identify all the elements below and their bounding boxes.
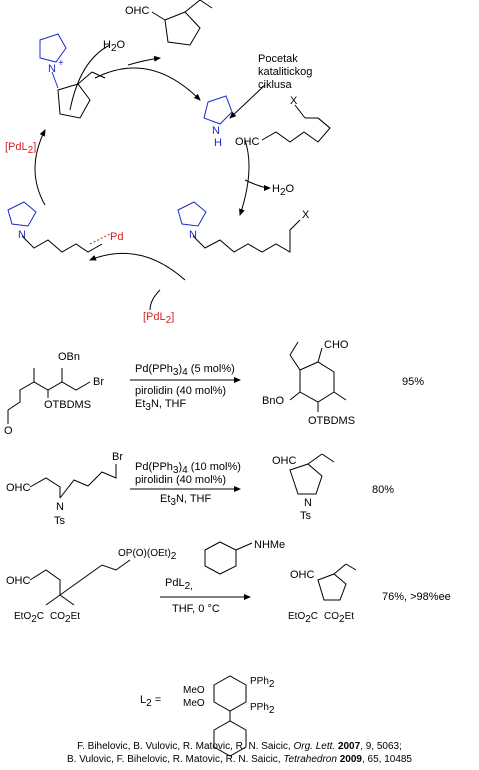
substrate-structure xyxy=(261,104,331,143)
pd-complex-n: N xyxy=(18,229,26,241)
ligand-pph2-1: PPh2 xyxy=(250,676,275,690)
cycle-arrow-top xyxy=(94,67,201,101)
ligand-prefix: L2 = xyxy=(140,694,161,709)
reference-2: B. Vulovic, F. Bihelovic, R. Matovic, R.… xyxy=(67,754,412,765)
reference-1: F. Bihelovic, B. Vulovic, R. Matovic, R.… xyxy=(77,741,402,752)
r2-sm-ohc: OHC xyxy=(6,482,31,494)
r1-sm-o: O xyxy=(4,425,13,437)
pd-complex-structure xyxy=(7,201,111,253)
r2-yield: 80% xyxy=(372,484,394,496)
ligand-meo-2: MeO xyxy=(183,698,205,709)
start-label-2: katalitickog xyxy=(258,66,312,78)
start-label-1: Pocetak xyxy=(258,53,298,65)
r1-sm-obn: OBn xyxy=(58,351,80,363)
cycle-arrow-bottom xyxy=(89,252,186,281)
enamine-x: X xyxy=(302,209,310,221)
r1-yield: 95% xyxy=(402,376,424,388)
r1-sm-br: Br xyxy=(93,376,104,388)
r1-prod-bno: BnO xyxy=(262,395,284,407)
r1-sm-otbdms: OTBDMS xyxy=(44,399,91,411)
iminium-structure xyxy=(39,33,106,119)
r2-cond-above-2: pirolidin (40 mol%) xyxy=(135,474,226,486)
r2-prod-ohc: OHC xyxy=(272,455,297,467)
r3-amine-label: NHMe xyxy=(254,539,285,551)
r2-sm-ts: Ts xyxy=(54,515,66,527)
pdl2-bottom-label: [PdL2] xyxy=(143,311,174,326)
cycle-product-structure xyxy=(151,0,213,46)
r1-cond-below-1: pirolidin (40 mol%) xyxy=(135,385,226,397)
ligand-meo-1: MeO xyxy=(183,685,205,696)
reaction-1 xyxy=(7,341,347,424)
water-out-arrow xyxy=(244,179,271,191)
iminium-n: N xyxy=(48,63,56,75)
r2-prod-ts: Ts xyxy=(300,510,312,522)
r3-cond-below: THF, 0 °C xyxy=(172,603,220,615)
r3-sm-phosphate: OP(O)(OEt)2 xyxy=(118,548,177,562)
r3-sm-ohc: OHC xyxy=(6,575,31,587)
references: F. Bihelovic, B. Vulovic, R. Matovic, R.… xyxy=(0,740,479,766)
pyrrolidine-n: N xyxy=(212,125,220,137)
r1-cond-above: Pd(PPh3)4 (5 mol%) xyxy=(135,363,235,378)
pyrrolidine-h: H xyxy=(214,137,222,149)
r2-cond-below: Et3N, THF xyxy=(160,493,211,508)
water-in-arrow xyxy=(127,55,161,66)
r2-sm-n: N xyxy=(56,501,64,513)
cycle-arrow-left xyxy=(34,129,46,206)
r1-prod-otbdms: OTBDMS xyxy=(308,415,355,427)
r3-yield: 76%, >98%ee xyxy=(382,591,451,603)
r1-cond-below-2: Et3N, THF xyxy=(135,398,186,413)
pd-complex-pd: Pd xyxy=(110,231,123,243)
cycle-arrow-right xyxy=(239,139,250,216)
catalytic-cycle xyxy=(34,44,271,311)
reaction-3 xyxy=(29,541,357,757)
pdl2-in-arrow xyxy=(149,289,161,311)
pyrrolidine-structure xyxy=(203,95,233,125)
water-out-label: H2O xyxy=(272,183,295,198)
iminium-plus: + xyxy=(58,58,64,69)
enamine-structure xyxy=(177,201,301,253)
substrate-cho: OHC xyxy=(235,136,260,148)
substrate-x: X xyxy=(290,95,298,107)
r3-prod-ohc: OHC xyxy=(290,569,315,581)
ligand-pph2-2: PPh2 xyxy=(250,702,275,716)
pdl2-left-label: [PdL2] xyxy=(5,141,36,156)
r2-prod-n: N xyxy=(304,497,312,509)
r3-cond-above: PdL2, xyxy=(165,577,193,592)
cycle-product-cho: OHC xyxy=(125,5,150,17)
r1-prod-cho: CHO xyxy=(324,339,349,351)
cycle-arrow-topleft xyxy=(69,44,111,111)
water-in-label: H2O xyxy=(103,39,126,54)
start-arrow xyxy=(229,84,266,119)
r2-sm-br: Br xyxy=(112,451,123,463)
start-label-3: ciklusa xyxy=(258,79,293,91)
r2-cond-above-1: Pd(PPh3)4 (10 mol%) xyxy=(135,461,241,476)
enamine-n: N xyxy=(189,229,197,241)
reaction-2 xyxy=(29,453,335,499)
